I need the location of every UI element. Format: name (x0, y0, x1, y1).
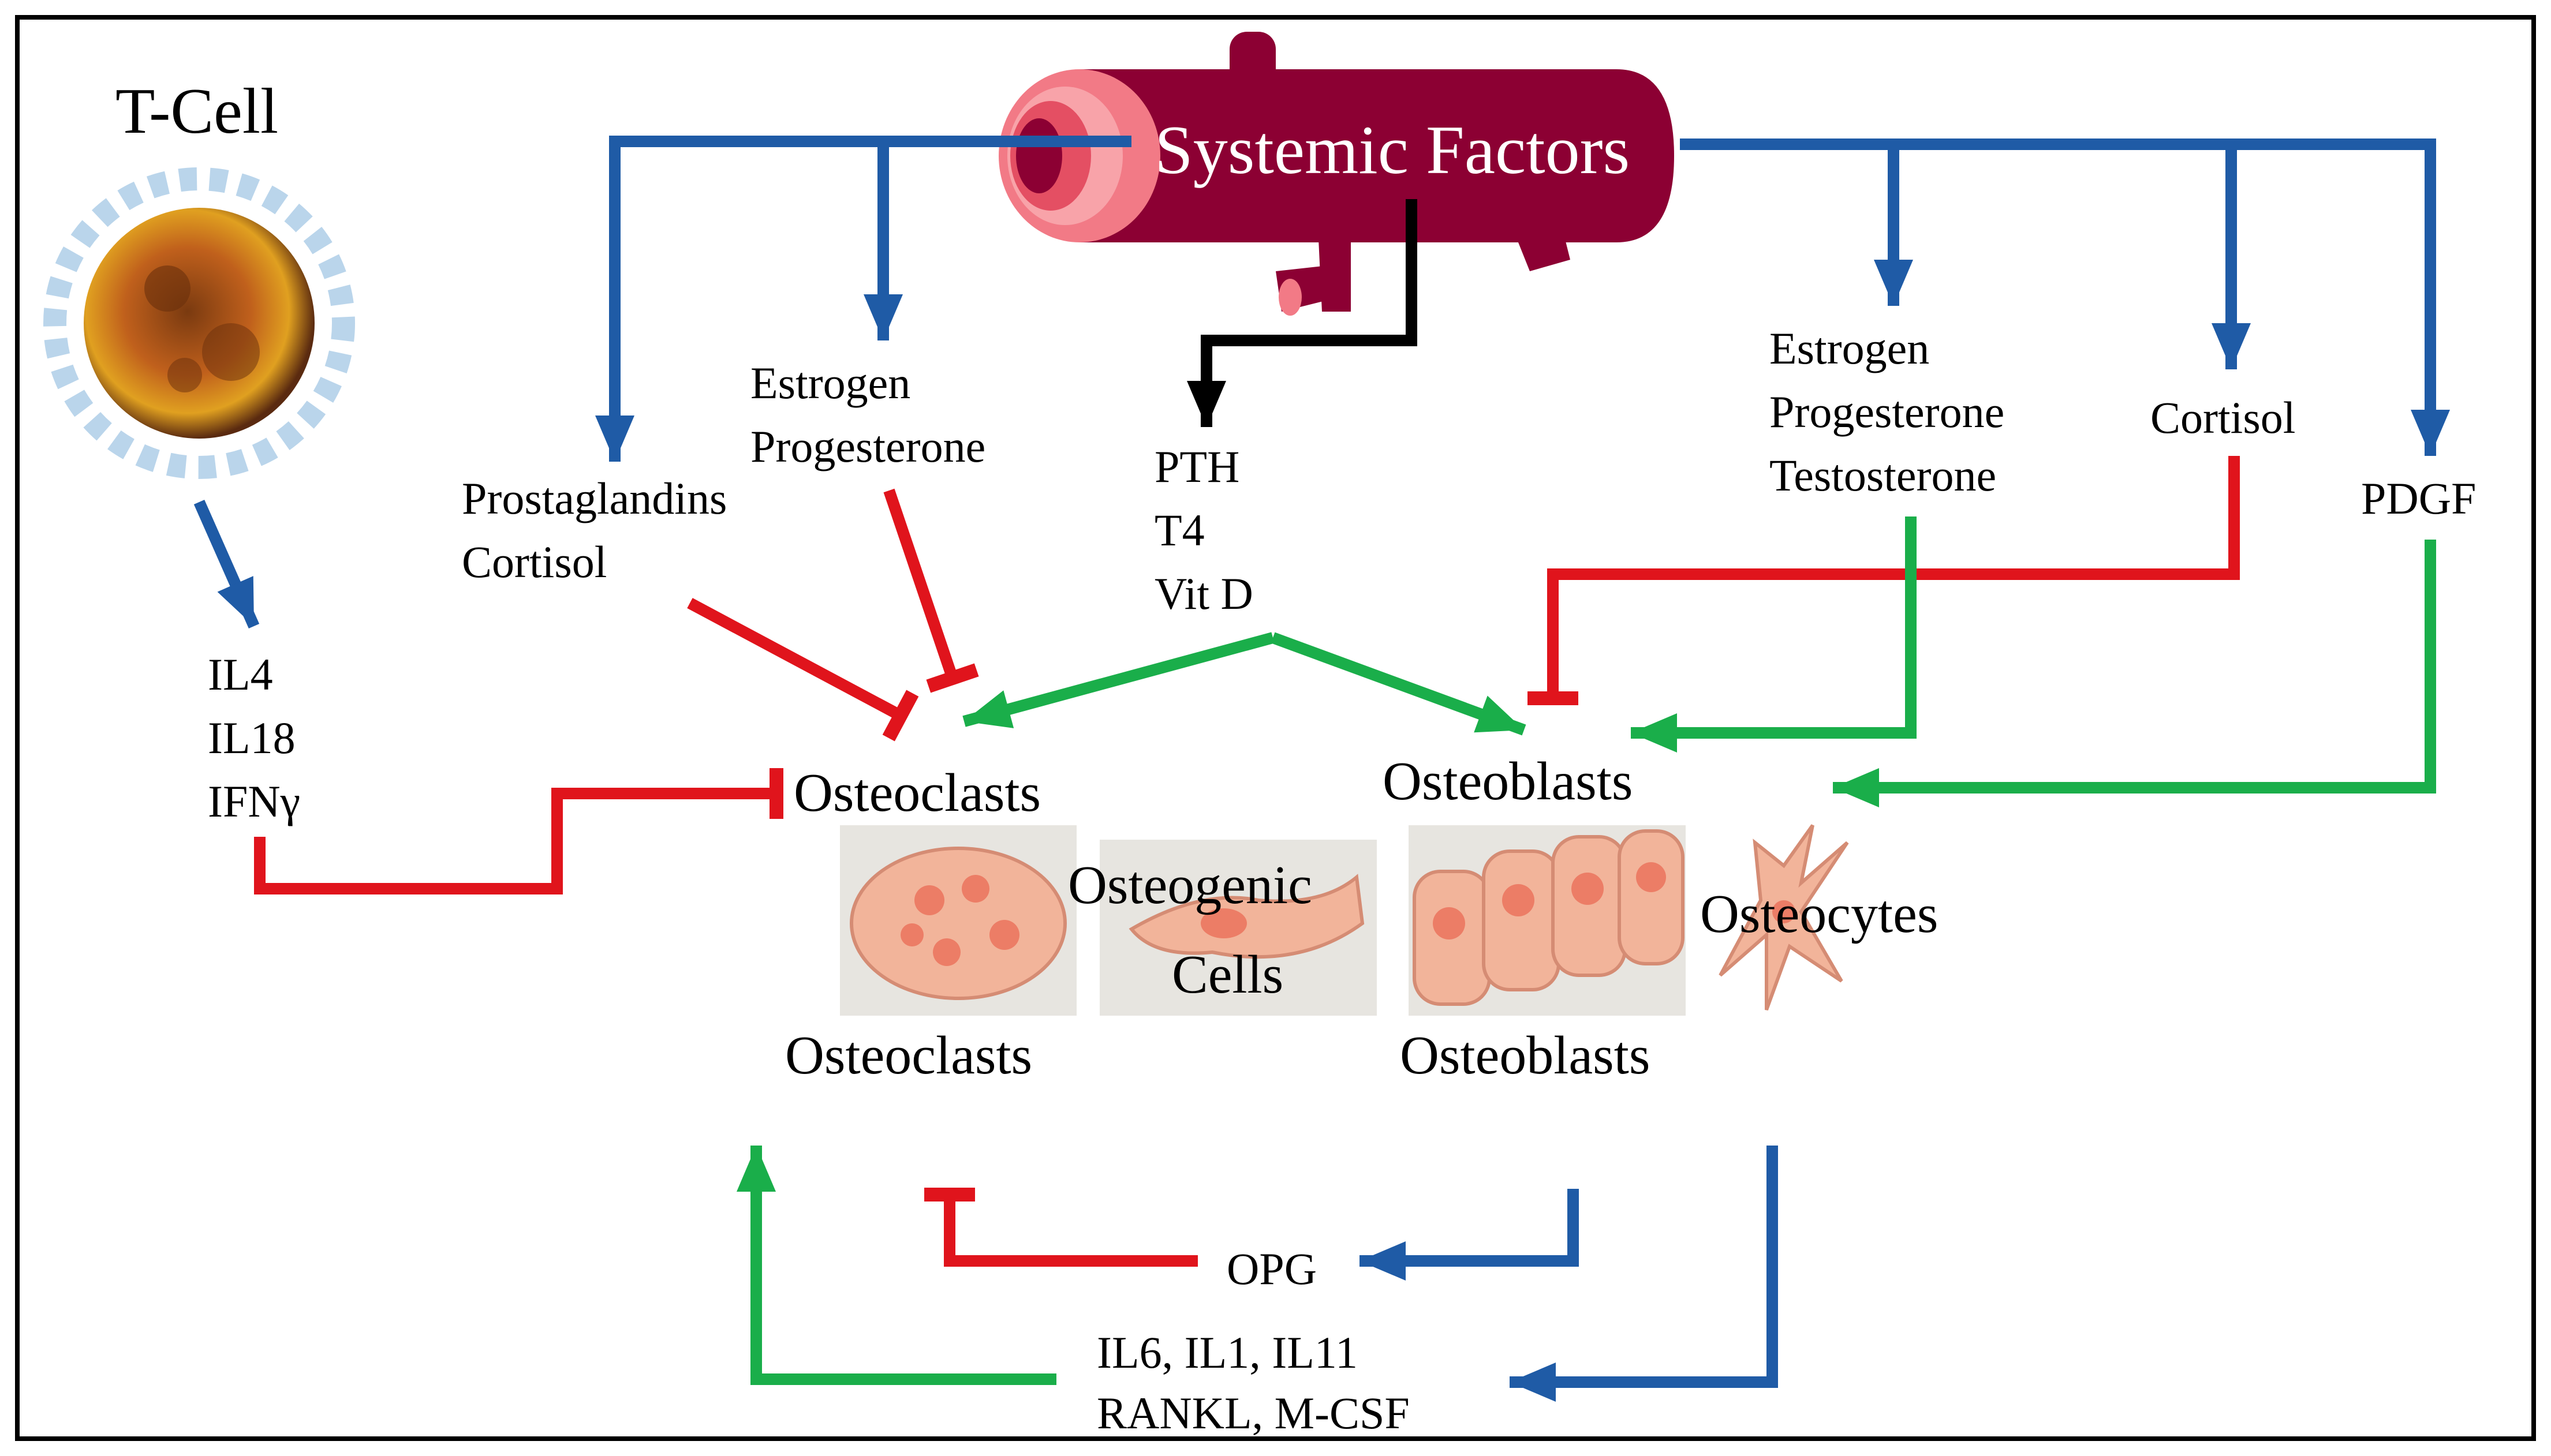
pth-label: PTH (1155, 441, 1239, 492)
blood-vessel-illustration (999, 32, 1674, 316)
arrow-layer (193, 136, 2450, 1402)
vitd-label: Vit D (1155, 568, 1253, 619)
activate-estrogen-right (1631, 516, 1917, 739)
activate-pth-osteoclasts (962, 632, 1275, 727)
arrow-osteoblasts-to-opg (1359, 1189, 1579, 1267)
estrogen-right-label: Estrogen (1769, 323, 1929, 373)
activate-pth-osteoclasts-head (964, 690, 1014, 728)
progesterone-right-label: Progesterone (1769, 387, 2004, 437)
inhibit-prostaglandins-bar (882, 690, 919, 742)
t4-label: T4 (1155, 505, 1205, 555)
arrow-osteoblasts-to-opg-head (1359, 1241, 1406, 1281)
testosterone-label: Testosterone (1769, 450, 1996, 500)
arrow-to-cortisol-right (1893, 139, 2237, 369)
arrow-osteoblasts-to-cytokines (1510, 1146, 1778, 1388)
opg-label: OPG (1227, 1244, 1317, 1294)
arrow-to-estrogen-left-head (864, 294, 903, 340)
arrow-tcell-to-il-head (217, 576, 254, 626)
ifng-label: IFNγ (208, 776, 300, 826)
activate-pth-osteoblasts-head (1474, 695, 1524, 733)
osteogenic-cells-label: Cells (1172, 945, 1283, 1005)
tcell-label: T-Cell (115, 76, 278, 147)
osteoclasts-bottom-label: Osteoclasts (785, 1025, 1032, 1086)
osteoclasts-top-label: Osteoclasts (794, 763, 1041, 823)
il18-label: IL18 (208, 713, 296, 763)
inhibit-cortisol-right (1547, 456, 2240, 698)
progesterone-left-label: Progesterone (750, 421, 985, 471)
arrow-to-estrogen-right (1680, 139, 1899, 306)
arrow-osteoblasts-to-cytokines-head (1510, 1363, 1556, 1402)
frame-border (15, 15, 2536, 1441)
inhibit-il-group (254, 788, 776, 894)
activate-pdgf (1833, 540, 2436, 793)
arrow-to-cortisol-right-head (2212, 323, 2251, 369)
inhibit-prostaglandins (687, 598, 903, 721)
il4-label: IL4 (208, 649, 273, 699)
osteoclast-illustration (840, 825, 1077, 1016)
systemic-factors-label: Systemic Factors (1155, 111, 1630, 188)
activate-pdgf-head (1833, 768, 1879, 807)
arrow-to-pth-head (1187, 381, 1226, 427)
cortisol-right-label: Cortisol (2150, 392, 2295, 443)
pdgf-label: PDGF (2361, 473, 2476, 523)
osteogenic-cell-illustration (1100, 840, 1377, 1016)
inhibit-opg (944, 1195, 1198, 1267)
tcell-illustration (43, 167, 355, 479)
activate-rankl-head (737, 1146, 776, 1192)
arrow-to-prostaglandins-head (595, 416, 634, 462)
arrow-to-prostaglandins (609, 136, 1131, 462)
inhibit-estrogen-left (883, 488, 958, 680)
cortisol-left-label: Cortisol (462, 537, 607, 587)
activate-estrogen-right-head (1631, 713, 1677, 753)
arrow-to-pdgf-head (2411, 410, 2450, 456)
arrow-to-pdgf (2231, 139, 2436, 456)
prostaglandins-label: Prostaglandins (462, 473, 727, 523)
osteoblasts-top-label: Osteoblasts (1383, 751, 1633, 811)
arrow-to-estrogen-right-head (1874, 260, 1913, 306)
osteocyte-illustration (1719, 824, 1849, 1011)
bottom-rankl-label: RANKL, M-CSF (1097, 1388, 1410, 1438)
bottom-cytokines-label: IL6, IL1, IL11 (1097, 1327, 1358, 1378)
inhibit-estrogen-left-bar (926, 663, 979, 693)
osteogenic-label: Osteogenic (1068, 855, 1312, 915)
estrogen-left-label: Estrogen (750, 358, 910, 408)
osteoblasts-bottom-label: Osteoblasts (1400, 1025, 1650, 1086)
osteoblast-illustration (1409, 825, 1686, 1016)
osteocytes-label: Osteocytes (1700, 884, 1938, 944)
activate-rankl (750, 1146, 1056, 1385)
